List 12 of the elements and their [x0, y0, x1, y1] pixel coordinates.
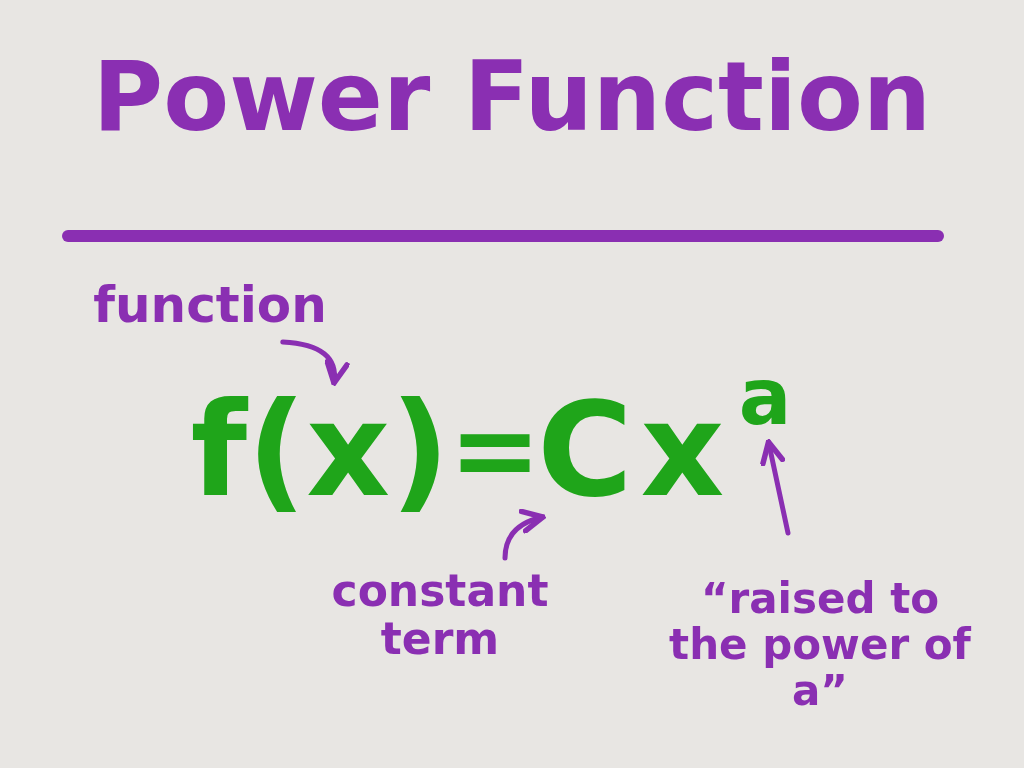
- title: Power Function: [91, 40, 933, 155]
- annotation-text: constant term: [310, 560, 570, 670]
- annotation-text: function: [80, 270, 340, 340]
- formula-term: C: [535, 385, 635, 515]
- leader-arrow: [760, 439, 791, 536]
- annotation-text: “raised to the power of a”: [660, 535, 980, 755]
- exponent: a: [730, 355, 800, 440]
- formula-variable: x: [639, 385, 726, 515]
- formula-term: f(x): [180, 385, 460, 515]
- equals-sign: =: [460, 385, 530, 515]
- leader-arrow: [502, 509, 546, 561]
- leader-arrow: [280, 339, 349, 386]
